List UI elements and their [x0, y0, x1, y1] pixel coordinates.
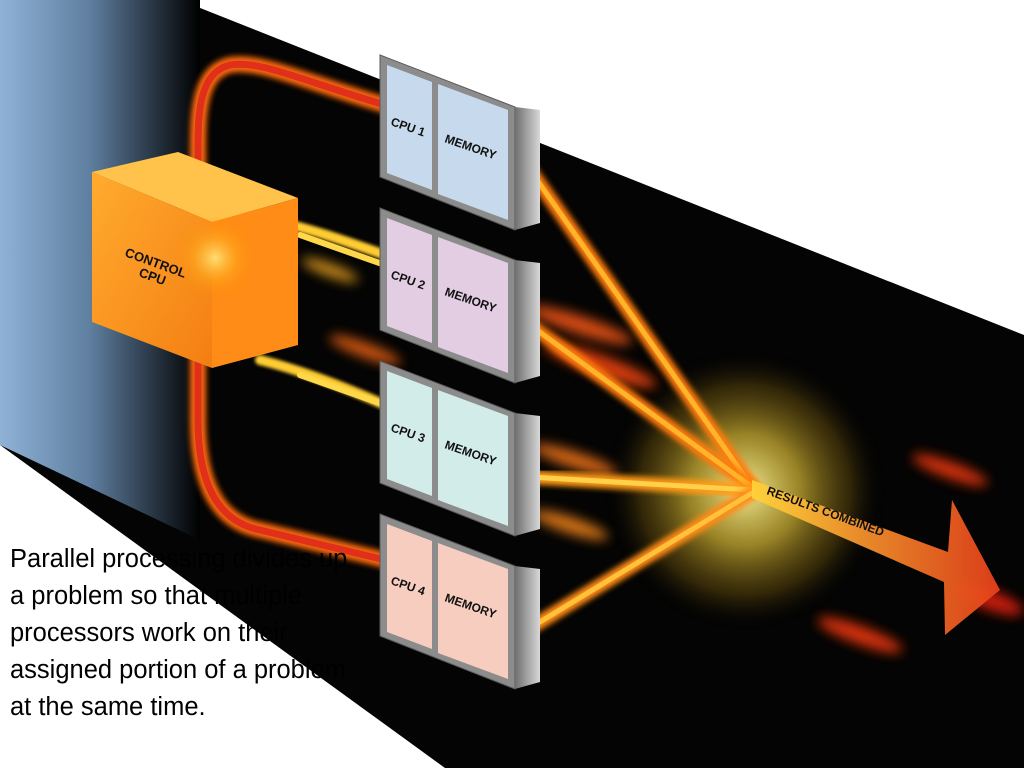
output-beams: [523, 163, 759, 635]
caption-text: Parallel processing divides up a problem…: [10, 545, 348, 721]
cpu-panel: [387, 218, 432, 343]
memory-panel: [438, 390, 508, 526]
memory-panel: [438, 84, 508, 220]
cpu-panel: [387, 65, 432, 190]
memory-panel: [438, 237, 508, 373]
cpu-panel: [387, 371, 432, 496]
memory-panel: [438, 543, 508, 679]
cpu-panel: [387, 524, 432, 649]
control-cpu-cube: CONTROL CPU: [92, 152, 300, 368]
